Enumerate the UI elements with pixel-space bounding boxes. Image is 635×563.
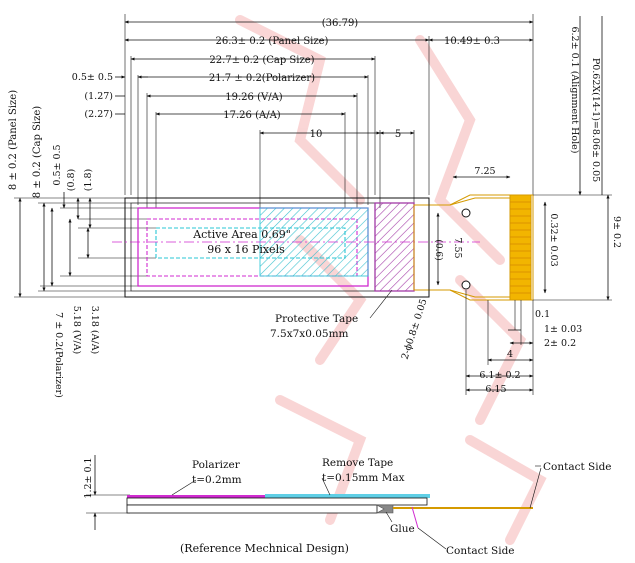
side-remove-tape-t: t=0.15mm Max — [322, 472, 405, 484]
dim-offset-05: 0.5± 0.5 — [72, 72, 113, 83]
side-contact-side-top: Contact Side — [543, 461, 612, 473]
top-dimensions: (36.79) 26.3± 0.2 (Panel Size) 10.49± 0.… — [72, 14, 534, 208]
dim-aa: 17.26 (A/A) — [223, 110, 281, 121]
dim-alignment-hole: 6.2± 0.1 (Alignment Hole) — [569, 26, 580, 153]
side-contact-side-bottom: Contact Side — [446, 545, 515, 557]
pixels-label: 96 x 16 Pixels — [207, 243, 285, 256]
dim-2: 2± 0.2 — [544, 338, 576, 349]
dim-032: 0.32± 0.03 — [548, 213, 559, 266]
dim-left-offset-05: 0.5± 0.5 — [52, 144, 63, 185]
alignment-hole-bottom — [461, 280, 471, 290]
side-polarizer-layer — [127, 495, 267, 498]
dim-left-08: (0.8) — [66, 169, 77, 192]
dim-five: 5 — [395, 129, 401, 140]
top-view: Active Area 0.69" 96 x 16 Pixels — [112, 194, 534, 301]
dim-ten: 10 — [310, 129, 323, 140]
side-caption: (Reference Mechnical Design) — [180, 542, 349, 555]
dim-755: 7.55 — [452, 237, 463, 258]
dim-four: 4 — [507, 349, 513, 360]
dim-06: (0.6) — [433, 239, 444, 260]
side-view: 1.2± 0.1 Polarizer t=0.2mm Remove Tape t… — [83, 455, 612, 557]
dim-1: 1± 0.03 — [544, 324, 582, 335]
dim-overall: (36.79) — [322, 18, 359, 29]
dim-hole: 2-ϕ0.8± 0.05 — [400, 298, 430, 361]
side-glue-label: Glue — [390, 523, 415, 535]
side-remove-tape-layer — [265, 494, 430, 498]
fpc-contacts — [509, 194, 532, 301]
protective-tape-label: Protective Tape — [275, 313, 358, 325]
dim-01: 0.1 — [535, 309, 550, 320]
side-glue — [375, 504, 394, 514]
dim-aa-offset: (2.27) — [84, 109, 113, 120]
dim-fpc-length: 10.49± 0.3 — [444, 36, 500, 47]
viewing-area — [146, 218, 358, 277]
dim-left-polarizer: 7 ± 0.2(Polarizer) — [53, 312, 64, 398]
alignment-hole-top — [461, 208, 471, 218]
dim-left-va: 5.18 (V/A) — [71, 306, 82, 355]
dim-left-aa: 3.18 (A/A) — [89, 306, 100, 355]
dim-725: 7.25 — [474, 166, 495, 177]
dim-polarizer: 21.7 ± 0.2(Polarizer) — [209, 73, 315, 84]
dim-panel-size: 26.3± 0.2 (Panel Size) — [216, 36, 329, 47]
protective-tape-callout: Protective Tape 7.5x7x0.05mm — [270, 289, 393, 340]
dim-nine: 9± 0.2 — [611, 216, 622, 248]
active-area-label: Active Area 0.69" — [192, 228, 291, 241]
dim-left-18: (1.8) — [83, 169, 94, 192]
side-glass-top — [126, 497, 428, 506]
dim-left-cap: 8 ± 0.2 (Cap Size) — [32, 106, 43, 199]
dim-va-offset: (1.27) — [84, 91, 113, 102]
left-dimensions: 8 ± 0.2 (Panel Size) 8 ± 0.2 (Cap Size) … — [8, 90, 156, 398]
side-remove-tape-label: Remove Tape — [322, 457, 393, 469]
dim-61: 6.1± 0.2 — [479, 370, 520, 381]
dim-left-panel: 8 ± 0.2 (Panel Size) — [8, 90, 19, 190]
dim-cap-size: 22.7± 0.2 (Cap Size) — [209, 55, 314, 66]
side-thickness: 1.2± 0.1 — [83, 457, 94, 498]
side-glass-bottom — [126, 504, 378, 514]
dim-pitch: P0.62X(14-1)=8.06± 0.05 — [590, 58, 601, 182]
dim-va: 19.26 (V/A) — [225, 92, 283, 103]
protective-tape-dim: 7.5x7x0.05mm — [270, 328, 349, 340]
dim-615: 6.15 — [485, 384, 506, 395]
side-polarizer-t: t=0.2mm — [192, 474, 242, 486]
side-polarizer-label: Polarizer — [192, 459, 241, 471]
protective-tape — [374, 202, 415, 292]
